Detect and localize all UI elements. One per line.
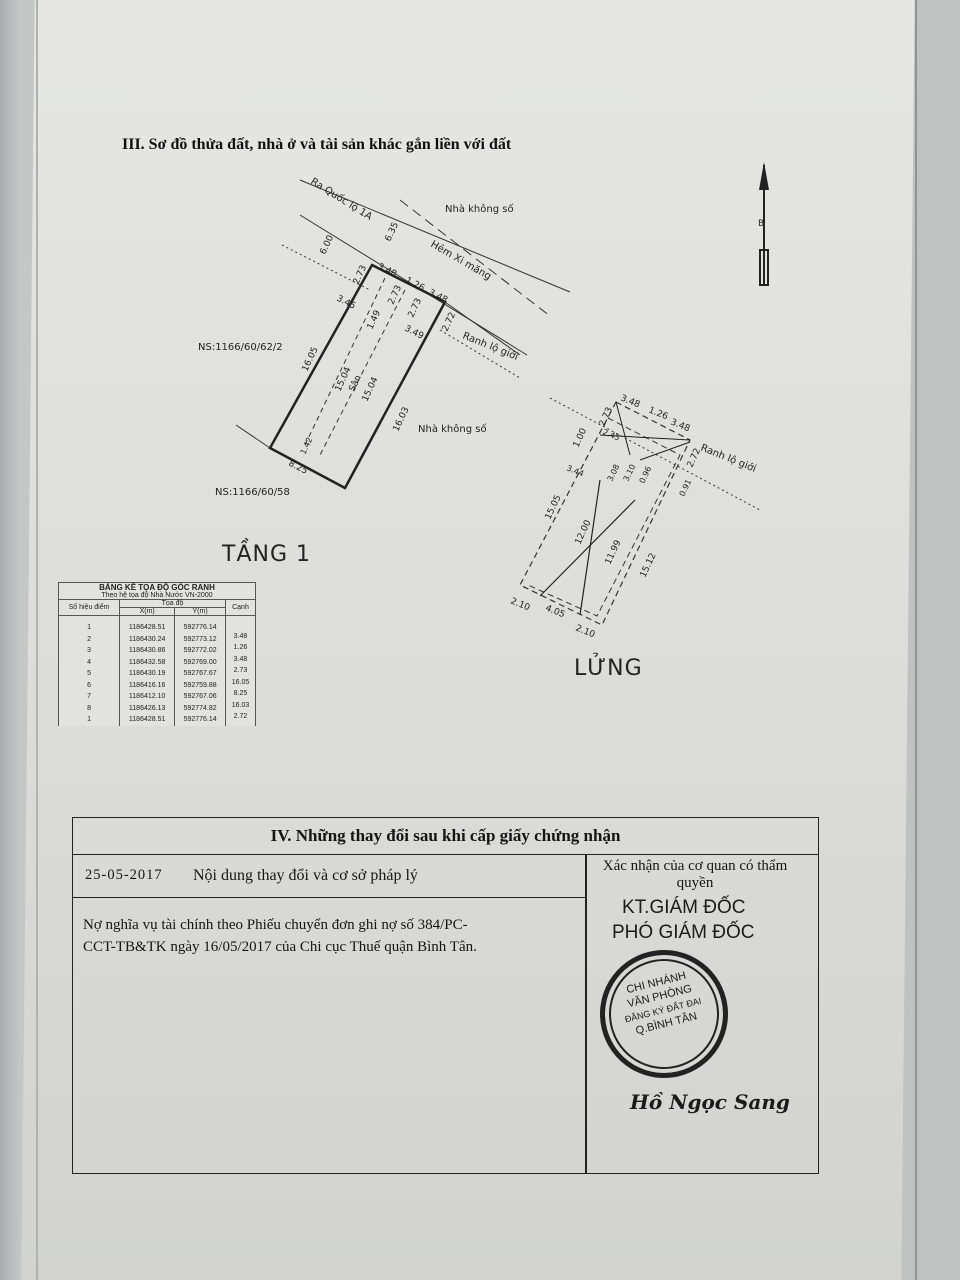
dim-label: 2.73 bbox=[598, 406, 616, 428]
coord-cell-x: 1186430.19 bbox=[128, 670, 166, 677]
signer-title-1: KT.GIÁM ĐỐC bbox=[622, 897, 746, 918]
column-divider bbox=[585, 855, 587, 1173]
coord-cell-edges: 1.26 bbox=[233, 644, 248, 652]
dim-label: 2.45 bbox=[601, 428, 621, 443]
dim-label: 0.96 bbox=[638, 465, 654, 485]
dim-label: 15.05 bbox=[544, 494, 564, 522]
coord-cell-points: 5 bbox=[87, 670, 91, 677]
coord-table-body: 1 2 3 4 5 6 7 8 1 1186428.51 1186430.24 1186430.86 1… bbox=[57, 615, 257, 726]
col-point: Số hiệu điểm bbox=[57, 599, 121, 616]
floor1-label: TẦNG 1 bbox=[222, 542, 311, 567]
coord-cell-x: 1186430.86 bbox=[128, 647, 166, 654]
coord-cell-edges: 2.73 bbox=[233, 667, 248, 675]
content-header: Nội dung thay đổi và cơ sở pháp lý bbox=[193, 867, 418, 884]
change-date: 25-05-2017 bbox=[85, 867, 163, 883]
dim-label: 3.48 bbox=[669, 418, 692, 435]
coord-cell-points: 8 bbox=[87, 704, 91, 712]
coord-cell-y: 592776.14 bbox=[183, 716, 217, 723]
col-x: X(m) bbox=[119, 607, 176, 616]
neighbor-bottom-label: NS:1166/60/58 bbox=[215, 487, 290, 498]
coord-cell-points: 1 bbox=[87, 716, 91, 723]
floor-tile-joint bbox=[915, 0, 917, 1280]
confirm-header: Xác nhận của cơ quan có thẩm quyền bbox=[602, 858, 788, 891]
dim-label: 2.72 bbox=[686, 447, 704, 469]
coord-cell-points: 3 bbox=[87, 647, 91, 654]
section-4-title: IV. Những thay đổi sau khi cấp giấy chứn… bbox=[73, 818, 818, 855]
col-coords: Tọa độ bbox=[119, 599, 226, 608]
coord-table-subtitle: Theo hệ tọa độ Nhà Nước VN-2000 bbox=[101, 592, 213, 599]
coord-cell-points: 4 bbox=[87, 658, 91, 666]
change-content: Nợ nghĩa vụ tài chính theo Phiếu chuyển … bbox=[83, 914, 477, 958]
section-4-changes: IV. Những thay đổi sau khi cấp giấy chứn… bbox=[72, 817, 819, 1174]
mezzanine-boundary-label: Ranh lộ giới bbox=[699, 442, 758, 475]
coord-cell-edges: 16.05 bbox=[231, 678, 250, 686]
coord-cell-edges: 3.48 bbox=[233, 632, 248, 640]
coord-cell-y: 592776.14 bbox=[183, 624, 217, 631]
coord-cell-x: 1186432.58 bbox=[128, 658, 166, 666]
neighbor-top-label: Nhà không số bbox=[445, 203, 514, 215]
dim-label: 1.26 bbox=[647, 406, 670, 423]
coord-cell-y: 592774.82 bbox=[183, 704, 217, 712]
col-edge: Cạnh bbox=[224, 599, 257, 616]
coord-cell-points: 6 bbox=[87, 681, 91, 689]
dim-label: 15.12 bbox=[639, 552, 659, 580]
coord-cell-points: 7 bbox=[87, 693, 91, 700]
coord-cell-y: 592773.12 bbox=[183, 635, 217, 643]
coord-cell-x: 1186428.51 bbox=[128, 624, 166, 631]
coord-cell-edges: 16.03 bbox=[231, 701, 250, 709]
plot-boundary bbox=[268, 263, 447, 490]
coord-cell-y: 592759.88 bbox=[183, 681, 217, 689]
dim-label: 2.10 bbox=[574, 624, 597, 641]
coord-cell-x: 1186416.16 bbox=[128, 681, 166, 689]
coord-cell-points: 1 bbox=[87, 624, 91, 631]
coord-cell-x: 1186412.10 bbox=[128, 693, 166, 700]
north-arrow-icon: B bbox=[758, 162, 769, 286]
floor1-plan: Nhà không số Nhà không số NS:1166/60/62/… bbox=[198, 175, 571, 498]
coord-cell-x: 1186426.13 bbox=[128, 704, 166, 712]
coord-cell-points: 2 bbox=[87, 635, 91, 643]
mezzanine-label: LỬNG bbox=[574, 656, 643, 681]
coord-cell-y: 592772.02 bbox=[183, 647, 217, 654]
coord-cell-x: 1186430.24 bbox=[128, 635, 166, 643]
coord-cell-edges: 3.48 bbox=[233, 655, 248, 663]
coord-table-title: BẢNG KÊ TỌA ĐỘ GÓC RANH bbox=[99, 583, 215, 592]
changes-header-row: 25-05-2017 Nội dung thay đổi và cơ sở ph… bbox=[73, 855, 585, 898]
dim-label: 3.48 bbox=[619, 394, 642, 411]
coord-cell-y: 592769.00 bbox=[183, 658, 217, 666]
neighbor-right-label: Nhà không số bbox=[418, 423, 487, 435]
mezzanine-plan: Ranh lộ giới 2.73 3.48 1.26 3.48 2.72 1.… bbox=[509, 394, 761, 641]
coord-cell-x: 1186428.51 bbox=[128, 716, 166, 723]
neighbor-left-label: NS:1166/60/62/2 bbox=[198, 342, 283, 353]
coord-cell-edges: 2.72 bbox=[233, 713, 248, 721]
north-label: B bbox=[758, 219, 764, 229]
section-3-title: III. Sơ đồ thửa đất, nhà ở và tài sản kh… bbox=[122, 136, 512, 153]
dim-label: 3.10 bbox=[622, 463, 638, 483]
col-y: Y(m) bbox=[174, 607, 226, 616]
signer-name: Hồ Ngọc Sang bbox=[630, 1090, 790, 1114]
change-content-line: CCT-TB&TK ngày 16/05/2017 của Chi cục Th… bbox=[83, 939, 477, 955]
change-content-line: Nợ nghĩa vụ tài chính theo Phiếu chuyển … bbox=[83, 917, 468, 933]
dim-label: 2.10 bbox=[509, 597, 532, 614]
coord-cell-y: 592767.06 bbox=[183, 693, 217, 700]
dim-label: 11.99 bbox=[604, 538, 624, 566]
dim-label: 0.91 bbox=[678, 478, 694, 498]
signer-title-2: PHÓ GIÁM ĐỐC bbox=[612, 922, 755, 943]
dim-label: 1.00 bbox=[572, 427, 590, 450]
coord-cell-y: 592767.67 bbox=[183, 670, 217, 677]
page-spine bbox=[36, 0, 38, 1280]
dim-label: 3.08 bbox=[606, 463, 622, 483]
coord-cell-edges: 8.25 bbox=[233, 690, 248, 698]
